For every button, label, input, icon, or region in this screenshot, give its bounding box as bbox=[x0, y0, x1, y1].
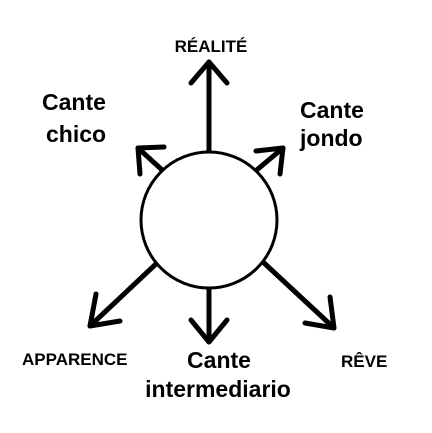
center-circle bbox=[139, 150, 279, 290]
arrow-realite bbox=[188, 59, 230, 160]
label-cante-chico-line1: Cante bbox=[42, 89, 106, 115]
label-cante-jondo-line2: jondo bbox=[299, 125, 363, 151]
arrow-reve bbox=[260, 259, 337, 331]
label-cante-jondo-line1: Cante bbox=[300, 97, 364, 123]
label-reve: RÊVE bbox=[341, 352, 387, 371]
label-cante-intermediario-line2: intermediario bbox=[145, 376, 291, 402]
label-cante-chico-line2: chico bbox=[46, 121, 106, 147]
label-cante-intermediario-line1: Cante bbox=[187, 347, 251, 373]
arrow-cante-intermediario bbox=[188, 283, 230, 345]
label-apparence: APPARENCE bbox=[22, 350, 127, 369]
label-realite: RÉALITÉ bbox=[175, 37, 248, 56]
arrow-apparence bbox=[87, 260, 160, 329]
